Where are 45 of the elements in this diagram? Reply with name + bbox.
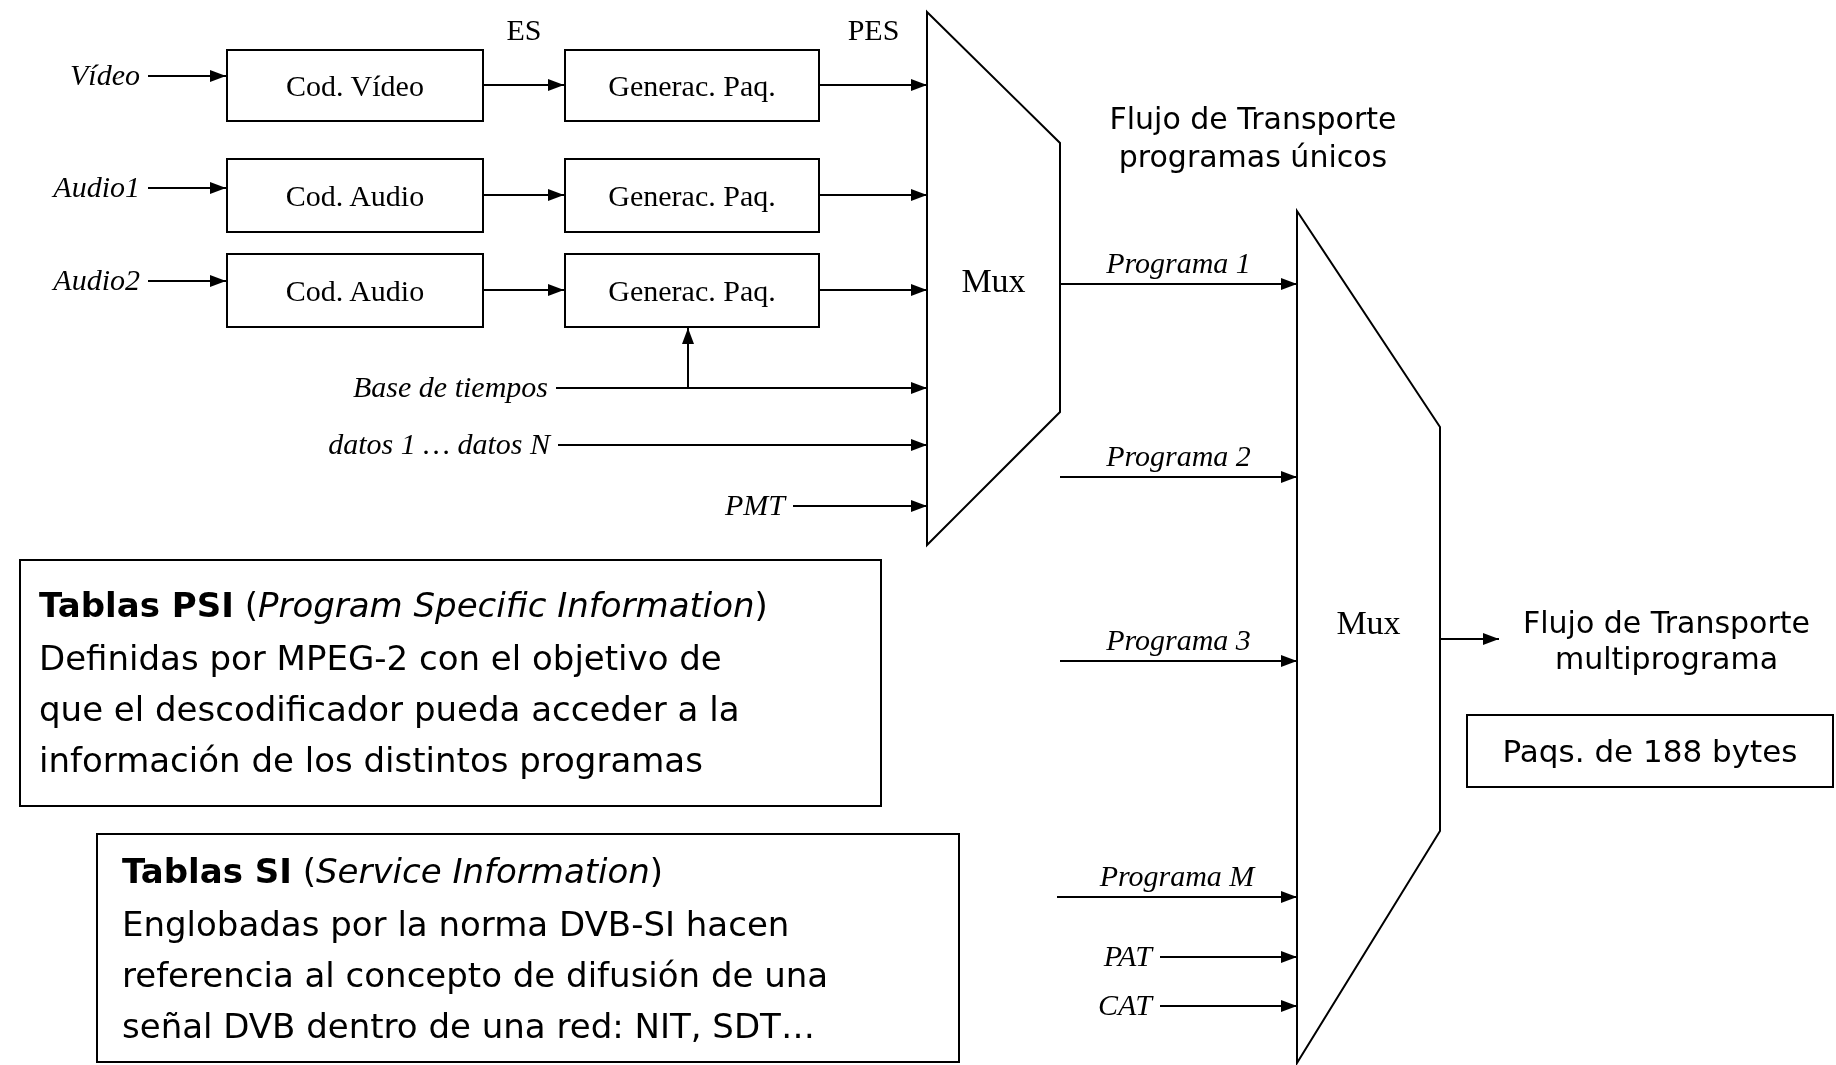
arrow bbox=[147, 182, 227, 194]
arrow bbox=[819, 189, 928, 201]
info-panel bbox=[19, 559, 882, 807]
panel-text: Englobadas por la norma DVB-SI hacen referencia al concepto de difusión de una señal DVB dentro de una red: NIT, SDT… bbox=[122, 903, 830, 1048]
arrow bbox=[1159, 951, 1298, 963]
info-panel bbox=[96, 833, 960, 1063]
arrow bbox=[792, 500, 928, 512]
arrow bbox=[819, 284, 928, 296]
arrow bbox=[1159, 1000, 1298, 1012]
panel-heading: Tablas SI (Service Information) bbox=[122, 850, 665, 893]
process-box: Generac. Paq. bbox=[564, 49, 820, 122]
arrow bbox=[555, 327, 694, 389]
process-box: Cod. Audio bbox=[226, 158, 484, 233]
arrow bbox=[483, 79, 565, 91]
arrow bbox=[1059, 655, 1298, 667]
arrow bbox=[147, 70, 227, 82]
input-label: Audio2 bbox=[53, 265, 140, 295]
input-label: Base de tiempos bbox=[353, 372, 548, 402]
process-box: Cod. Vídeo bbox=[226, 49, 484, 122]
input-label: datos 1 … datos N bbox=[328, 429, 550, 459]
input-label: CAT bbox=[1098, 990, 1152, 1020]
note-box: Paqs. de 188 bytes bbox=[1466, 714, 1834, 788]
multiplexer-trapezoid bbox=[927, 12, 1060, 545]
arrow bbox=[1439, 633, 1500, 645]
mux-label: Mux bbox=[960, 264, 1027, 298]
arrow bbox=[1056, 891, 1298, 903]
process-box: Generac. Paq. bbox=[564, 158, 820, 233]
arrow bbox=[483, 284, 565, 296]
arrow bbox=[557, 439, 928, 451]
arrow bbox=[1059, 471, 1298, 483]
input-label: Audio1 bbox=[53, 172, 140, 202]
panel-text: Definidas por MPEG-2 con el objetivo de que el descodificador pueda acceder a la información de los distintos programas bbox=[39, 637, 741, 782]
input-label: Vídeo bbox=[70, 60, 140, 90]
multiplexer-trapezoid bbox=[1297, 211, 1440, 1063]
arrow bbox=[819, 79, 928, 91]
mux-label: Mux bbox=[1335, 606, 1402, 640]
arrow bbox=[1059, 278, 1298, 290]
arrow bbox=[483, 189, 565, 201]
input-label: PMT bbox=[725, 490, 785, 520]
input-label: PAT bbox=[1103, 941, 1152, 971]
panel-heading: Tablas PSI (Program Specific Information) bbox=[39, 584, 769, 627]
process-box: Generac. Paq. bbox=[564, 253, 820, 328]
process-box: Cod. Audio bbox=[226, 253, 484, 328]
arrow bbox=[147, 275, 227, 287]
output-label: Flujo de Transporte multiprograma bbox=[1499, 605, 1834, 677]
